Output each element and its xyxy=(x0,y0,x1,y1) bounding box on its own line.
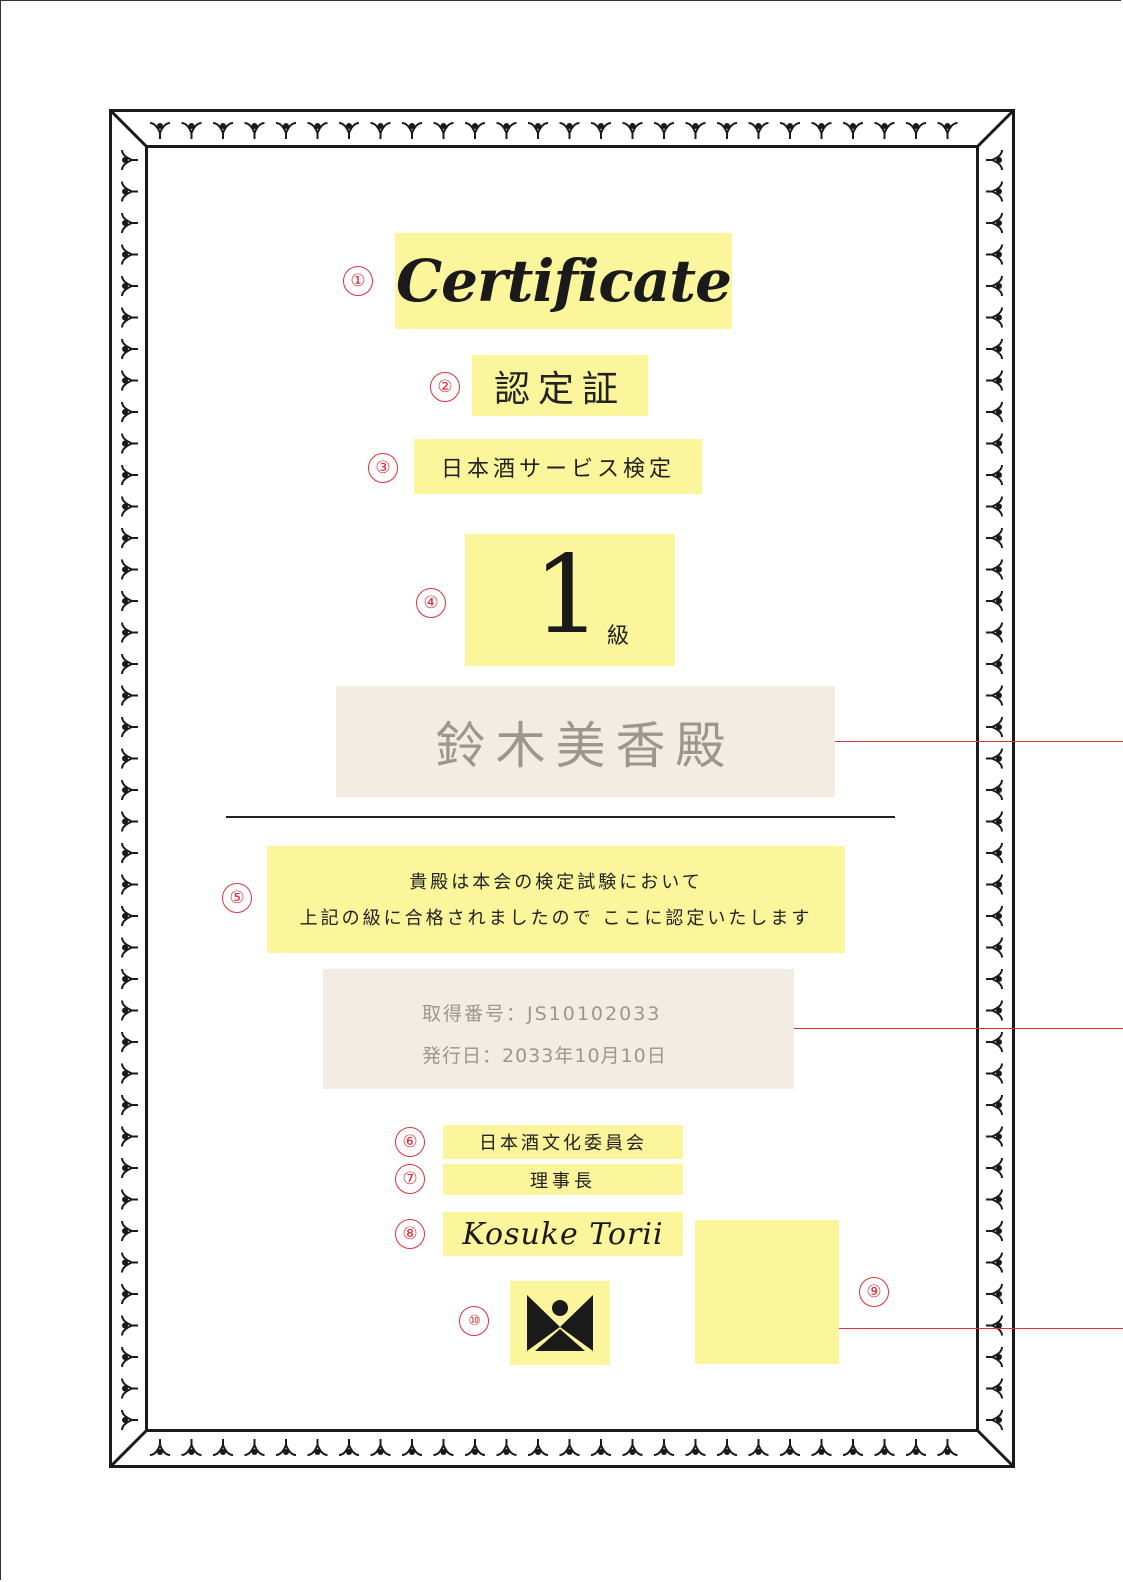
exam-name: 日本酒サービス検定 xyxy=(440,456,675,482)
border-ornament-top xyxy=(149,122,958,139)
marker-10: ⑩ xyxy=(459,1306,489,1336)
corner-miters xyxy=(109,109,1015,1468)
border-ornament-bottom xyxy=(149,1439,958,1456)
marker-3: ③ xyxy=(368,453,398,483)
certificate-title-jp: 認定証 xyxy=(493,368,626,410)
divider-rule xyxy=(226,816,895,818)
marker-9: ⑨ xyxy=(859,1277,889,1307)
certificate-title-en: Certificate xyxy=(395,247,732,315)
border-ornament-left xyxy=(121,149,138,1431)
grade-suffix: 級 xyxy=(607,624,630,649)
recipient-name: 鈴木美香殿 xyxy=(435,716,736,775)
certificate-id: 取得番号：JS10102033 xyxy=(422,1003,662,1025)
signature: Kosuke Torii xyxy=(462,1216,664,1252)
issue-date: 発行日：2033年10月10日 xyxy=(422,1045,667,1067)
recipient-box: 鈴木美香殿 xyxy=(336,686,835,797)
body-line-1: 貴殿は本会の検定試験において xyxy=(409,872,703,893)
leader-line-seal xyxy=(839,1328,1123,1329)
marker-2: ② xyxy=(430,372,460,402)
leader-line-recipient xyxy=(835,741,1123,742)
body-line-2: 上記の級に合格されましたので ここに認定いたします xyxy=(299,908,813,929)
marker-5: ⑤ xyxy=(222,883,252,913)
leader-line-id-date xyxy=(794,1028,1123,1029)
seal-placeholder xyxy=(695,1220,839,1364)
frame-inner xyxy=(145,145,979,1432)
frame-outer xyxy=(109,109,1015,1468)
signature-highlight: Kosuke Torii xyxy=(443,1212,683,1256)
logo-highlight xyxy=(510,1281,610,1365)
organization-name: 日本酒文化委員会 xyxy=(479,1133,647,1154)
organization-highlight: 日本酒文化委員会 xyxy=(443,1125,683,1159)
exam-name-highlight: 日本酒サービス検定 xyxy=(414,439,702,494)
position-highlight: 理事長 xyxy=(443,1164,683,1195)
body-text-highlight: 貴殿は本会の検定試験において 上記の級に合格されましたので ここに認定いたします xyxy=(267,846,845,953)
marker-6: ⑥ xyxy=(395,1127,425,1157)
position-title: 理事長 xyxy=(530,1170,596,1192)
marker-1: ① xyxy=(343,266,373,296)
marker-7: ⑦ xyxy=(395,1164,425,1194)
marker-4: ④ xyxy=(416,588,446,618)
marker-8: ⑧ xyxy=(395,1219,425,1249)
grade-number: 1 xyxy=(533,533,602,658)
id-date-box: 取得番号：JS10102033 発行日：2033年10月10日 xyxy=(323,969,794,1089)
hourglass-figure-logo-icon xyxy=(527,1295,593,1351)
grade-highlight: 1 級 xyxy=(465,534,675,666)
title-jp-highlight: 認定証 xyxy=(472,355,648,416)
title-en-highlight: Certificate xyxy=(395,233,732,329)
border-ornament-right xyxy=(986,149,1003,1431)
